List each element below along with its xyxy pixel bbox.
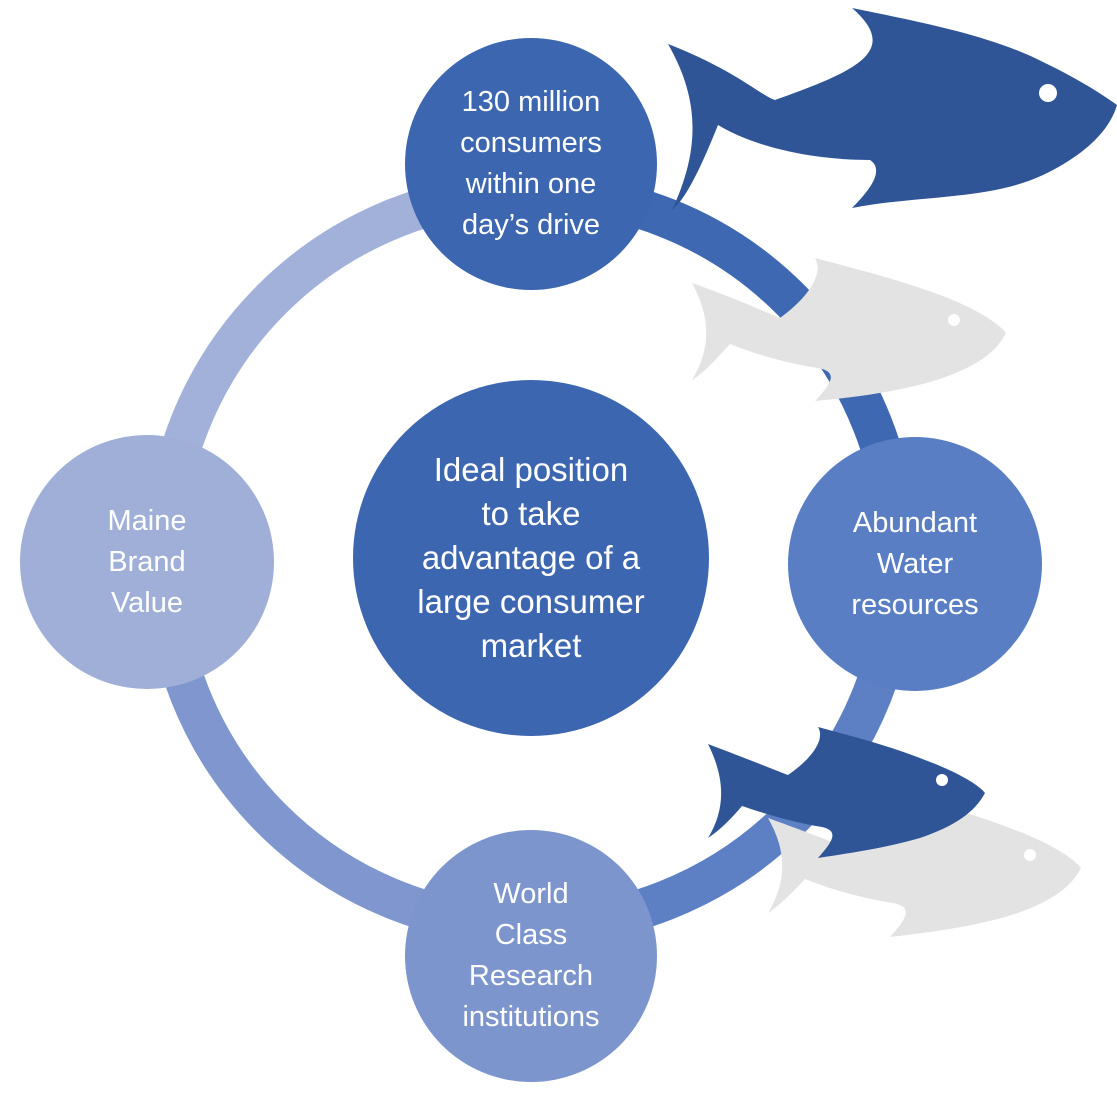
center-node: Ideal position to take advantage of a la… bbox=[353, 380, 709, 736]
node-research-institutions: World Class Research institutions bbox=[405, 830, 657, 1082]
node-research-institutions-label: World Class Research institutions bbox=[462, 878, 600, 1033]
node-brand-value-label: Maine Brand Value bbox=[107, 504, 187, 619]
node-brand-value: Maine Brand Value bbox=[20, 435, 274, 689]
node-water-resources-label: Abundant Water resources bbox=[851, 506, 979, 621]
center-node-label: Ideal position to take advantage of a la… bbox=[417, 451, 645, 664]
fish-light-lower-icon bbox=[768, 793, 1081, 937]
fish-light-upper-icon bbox=[692, 258, 1006, 401]
fish-dark-large-icon bbox=[668, 8, 1117, 210]
fish-dark-small-icon bbox=[708, 727, 985, 858]
node-water-resources: Abundant Water resources bbox=[788, 437, 1042, 691]
node-consumers-label: 130 million consumers within one day’s d… bbox=[460, 86, 602, 241]
node-consumers: 130 million consumers within one day’s d… bbox=[405, 38, 657, 290]
